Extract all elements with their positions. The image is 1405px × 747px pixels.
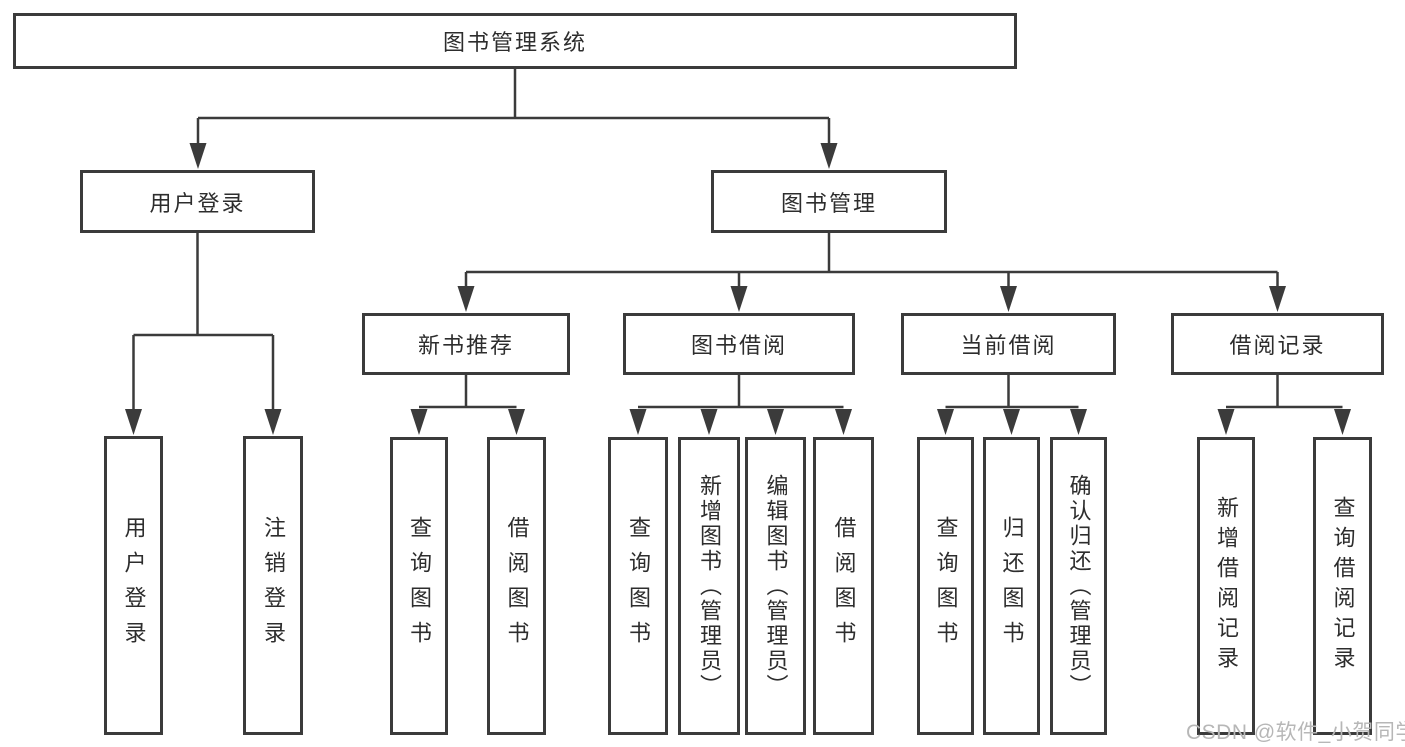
node-label: 当前借阅: [960, 333, 1057, 358]
leaf-label: 新增图书（管理员）: [697, 473, 722, 699]
node-book-borrow: 图书借阅: [623, 313, 855, 375]
node-label: 新书推荐: [417, 333, 514, 358]
leaf-query-borrow-record: 查询借阅记录: [1313, 437, 1372, 735]
leaf-label: 借阅图书: [831, 516, 857, 656]
leaf-edit-books-admin: 编辑图书（管理员）: [745, 437, 806, 735]
node-borrow-records: 借阅记录: [1171, 313, 1384, 375]
leaf-label: 注销登录: [261, 515, 286, 656]
node-label: 借阅记录: [1229, 333, 1326, 358]
leaf-user-login: 用户登录: [104, 436, 163, 735]
leaf-logout: 注销登录: [243, 436, 303, 735]
leaf-query-books: 查询图书: [917, 437, 974, 735]
leaf-label: 用户登录: [121, 515, 147, 656]
leaf-label: 确认归还（管理员）: [1066, 473, 1092, 699]
node-label: 图书借阅: [690, 333, 787, 358]
leaf-borrow-books: 借阅图书: [813, 437, 874, 735]
csdn-watermark: CSDN @软件_小贺同学: [1186, 721, 1405, 744]
leaf-label: 查询图书: [933, 516, 959, 656]
node-current-borrow: 当前借阅: [901, 313, 1116, 375]
leaf-add-books-admin: 新增图书（管理员）: [678, 437, 740, 735]
leaf-label: 编辑图书（管理员）: [763, 473, 789, 699]
node-book-management: 图书管理: [711, 170, 947, 233]
node-library-management-system: 图书管理系统: [13, 13, 1017, 69]
node-label: 用户登录: [149, 190, 246, 216]
leaf-confirm-return-admin: 确认归还（管理员）: [1050, 437, 1107, 735]
node-label: 图书管理: [780, 190, 877, 216]
node-new-book-recommend: 新书推荐: [362, 313, 570, 375]
leaf-label: 借阅图书: [504, 516, 530, 656]
leaf-query-books: 查询图书: [390, 437, 448, 735]
node-label: 图书管理系统: [442, 30, 587, 55]
leaf-label: 查询借阅记录: [1330, 496, 1356, 676]
leaf-query-books: 查询图书: [608, 437, 668, 735]
leaf-label: 归还图书: [999, 516, 1025, 656]
leaf-label: 查询图书: [407, 516, 432, 656]
leaf-add-borrow-record: 新增借阅记录: [1197, 437, 1255, 735]
leaf-label: 新增借阅记录: [1214, 496, 1239, 676]
leaf-label: 查询图书: [626, 516, 651, 656]
leaf-return-books: 归还图书: [983, 437, 1040, 735]
leaf-borrow-books: 借阅图书: [487, 437, 546, 735]
node-user-login: 用户登录: [80, 170, 315, 233]
